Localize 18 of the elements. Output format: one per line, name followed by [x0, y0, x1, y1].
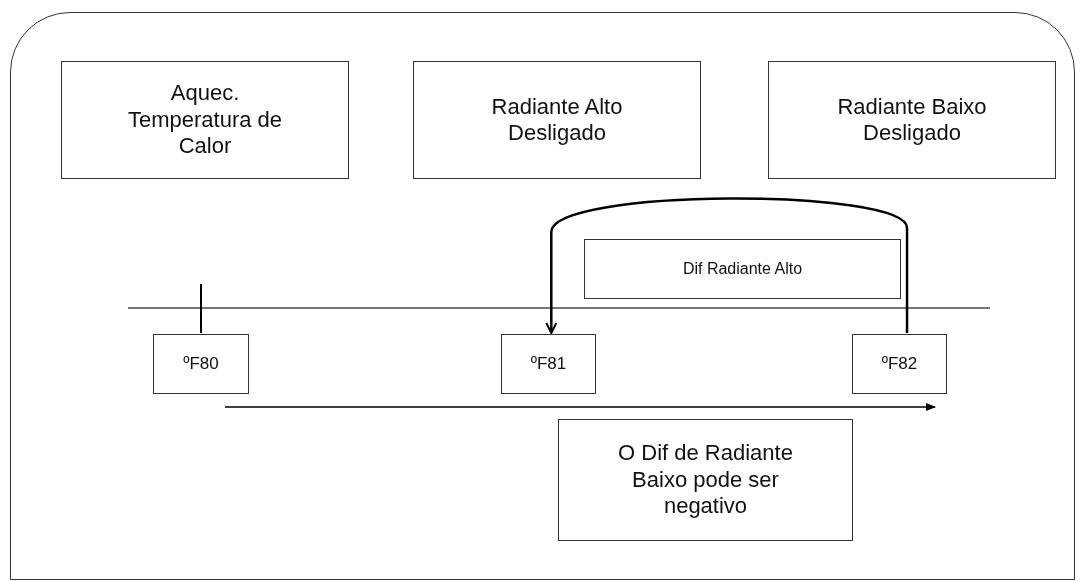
- arrow: [545, 197, 909, 334]
- process-box: [61, 61, 349, 179]
- node-text: ºF81: [529, 353, 568, 375]
- node-text: ºF80: [182, 353, 220, 375]
- panel: [10, 12, 1075, 580]
- node-text: O Dif de Radiante Baixo pode ser negativo: [617, 440, 794, 520]
- node-text: ºF82: [880, 353, 919, 375]
- node-text: Aquec. Temperatura de Calor: [126, 80, 284, 160]
- temperature-box: [153, 334, 249, 394]
- label-box: [584, 239, 901, 299]
- note-box: [558, 419, 853, 541]
- temperature-box: [501, 334, 596, 394]
- node-text: Dif Radiante Alto: [681, 259, 804, 279]
- node-text: Radiante Baixo Desligado: [836, 93, 988, 147]
- node-text: Radiante Alto Desligado: [490, 93, 624, 147]
- temperature-box: [852, 334, 947, 394]
- process-box: [768, 61, 1056, 179]
- process-box: [413, 61, 701, 179]
